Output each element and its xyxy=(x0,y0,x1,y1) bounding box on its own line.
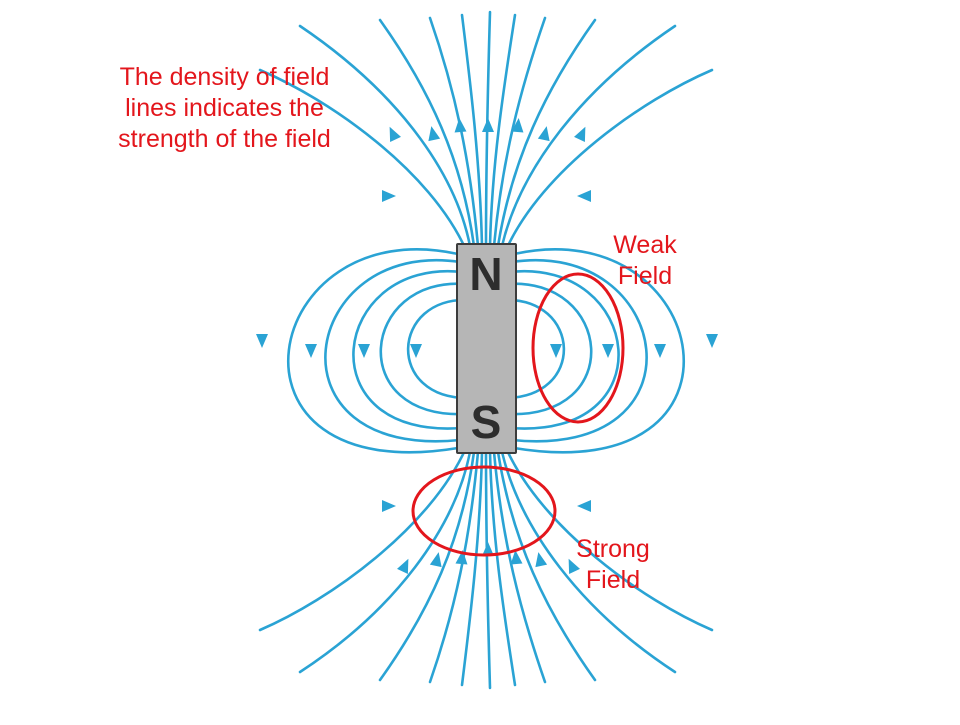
field-line xyxy=(378,18,476,248)
strong-field-label-line-1: Strong xyxy=(576,535,650,563)
triangle-arrow-icon xyxy=(305,344,317,358)
triangle-arrow-icon xyxy=(602,344,614,358)
field-line xyxy=(352,269,464,430)
triangle-arrow-icon xyxy=(389,126,401,142)
strong-field-label: Strong Field xyxy=(550,534,676,596)
field-line xyxy=(500,24,677,248)
field-line xyxy=(428,450,480,684)
weak-field-ellipse xyxy=(531,272,625,424)
north-pole-label: N xyxy=(469,248,502,300)
triangle-arrow-icon xyxy=(577,500,591,512)
field-line xyxy=(379,282,468,416)
triangle-arrow-icon xyxy=(511,118,524,133)
triangle-arrow-icon xyxy=(574,126,586,142)
field-line xyxy=(492,16,547,248)
magnet-body xyxy=(456,243,517,454)
field-line xyxy=(492,450,547,684)
south-pole-label: S xyxy=(471,396,502,448)
field-line xyxy=(324,258,462,443)
field-line xyxy=(496,18,597,248)
triangle-arrow-icon xyxy=(568,558,580,574)
strong-field-ellipse xyxy=(411,465,557,557)
triangle-arrow-icon xyxy=(535,552,548,568)
field-line xyxy=(286,247,460,454)
density-annotation-line-2: lines indicates the xyxy=(125,94,324,122)
triangle-arrow-icon xyxy=(429,552,442,568)
triangle-arrow-icon xyxy=(397,558,409,574)
field-line xyxy=(428,16,480,248)
triangle-arrow-icon xyxy=(358,344,370,358)
field-line xyxy=(504,446,714,632)
bar-magnet: N S xyxy=(456,243,517,454)
weak-field-label-line-1: Weak xyxy=(613,231,677,259)
field-line xyxy=(512,247,686,454)
triangle-arrow-icon xyxy=(654,344,666,358)
field-line xyxy=(510,258,648,443)
field-line xyxy=(258,446,468,632)
triangle-arrow-icon xyxy=(537,126,550,142)
triangle-arrow-icon xyxy=(510,550,523,565)
triangle-arrow-icon xyxy=(454,118,467,133)
triangle-arrow-icon xyxy=(482,118,494,132)
triangle-arrow-icon xyxy=(428,126,441,142)
field-line xyxy=(488,450,517,687)
triangle-arrow-icon xyxy=(410,344,422,358)
triangle-arrow-icon xyxy=(256,334,268,348)
field-line xyxy=(496,450,597,682)
density-annotation-line-1: The density of field xyxy=(119,63,330,91)
field-line xyxy=(504,68,714,252)
triangle-arrow-icon xyxy=(455,550,468,565)
field-line xyxy=(298,24,472,248)
field-line xyxy=(484,450,492,690)
field-line xyxy=(488,13,517,248)
weak-field-label-line-2: Field xyxy=(617,262,673,290)
triangle-arrow-icon xyxy=(382,500,396,512)
density-annotation: The density of field lines indicates the… xyxy=(62,62,387,155)
field-line xyxy=(460,13,484,248)
density-annotation-line-3: strength of the field xyxy=(118,125,331,153)
field-line xyxy=(504,282,593,416)
weak-field-label: Weak Field xyxy=(592,230,698,292)
field-line xyxy=(378,450,476,682)
field-line xyxy=(508,269,620,430)
strong-field-label-line-2: Field xyxy=(585,566,641,594)
triangle-arrow-icon xyxy=(482,542,494,556)
triangle-arrow-icon xyxy=(577,190,591,202)
field-line xyxy=(298,450,472,674)
field-line xyxy=(500,298,566,400)
field-line xyxy=(500,450,677,674)
field-line xyxy=(460,450,484,687)
field-line xyxy=(258,68,468,252)
triangle-arrow-icon xyxy=(706,334,718,348)
triangle-arrow-icon xyxy=(382,190,396,202)
field-arrows-group xyxy=(256,118,718,574)
triangle-arrow-icon xyxy=(550,344,562,358)
field-line xyxy=(406,298,472,400)
